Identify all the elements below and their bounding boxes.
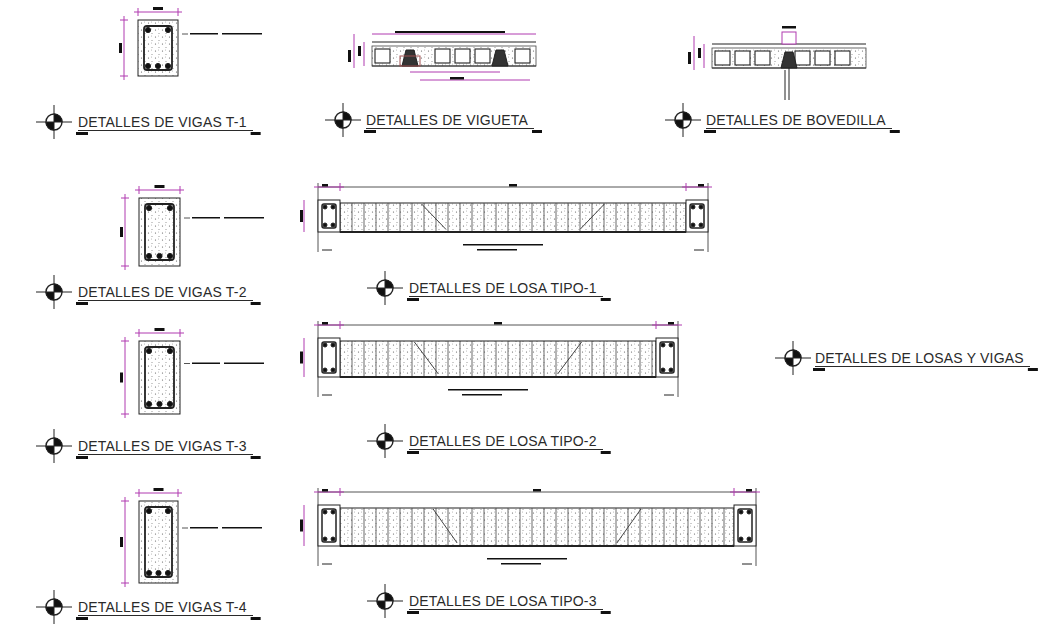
detail-title: DETALLES DE VIGAS T-4 (78, 599, 253, 616)
detail-title: DETALLES DE LOSA TIPO-1 (409, 280, 603, 297)
detail-title: DETALLES DE VIGUETA (366, 112, 534, 129)
detail-title: DETALLES DE VIGAS T-1 (78, 114, 253, 131)
detail-title: DETALLES DE LOSAS Y VIGAS (815, 350, 1030, 367)
detail-title: DETALLES DE LOSA TIPO-2 (409, 433, 603, 450)
detail-title: DETALLES DE VIGAS T-2 (78, 284, 253, 301)
detail-title: DETALLES DE VIGAS T-3 (78, 438, 253, 455)
detail-title: DETALLES DE BOVEDILLA (706, 112, 892, 129)
detail-title: DETALLES DE LOSA TIPO-3 (409, 593, 603, 610)
